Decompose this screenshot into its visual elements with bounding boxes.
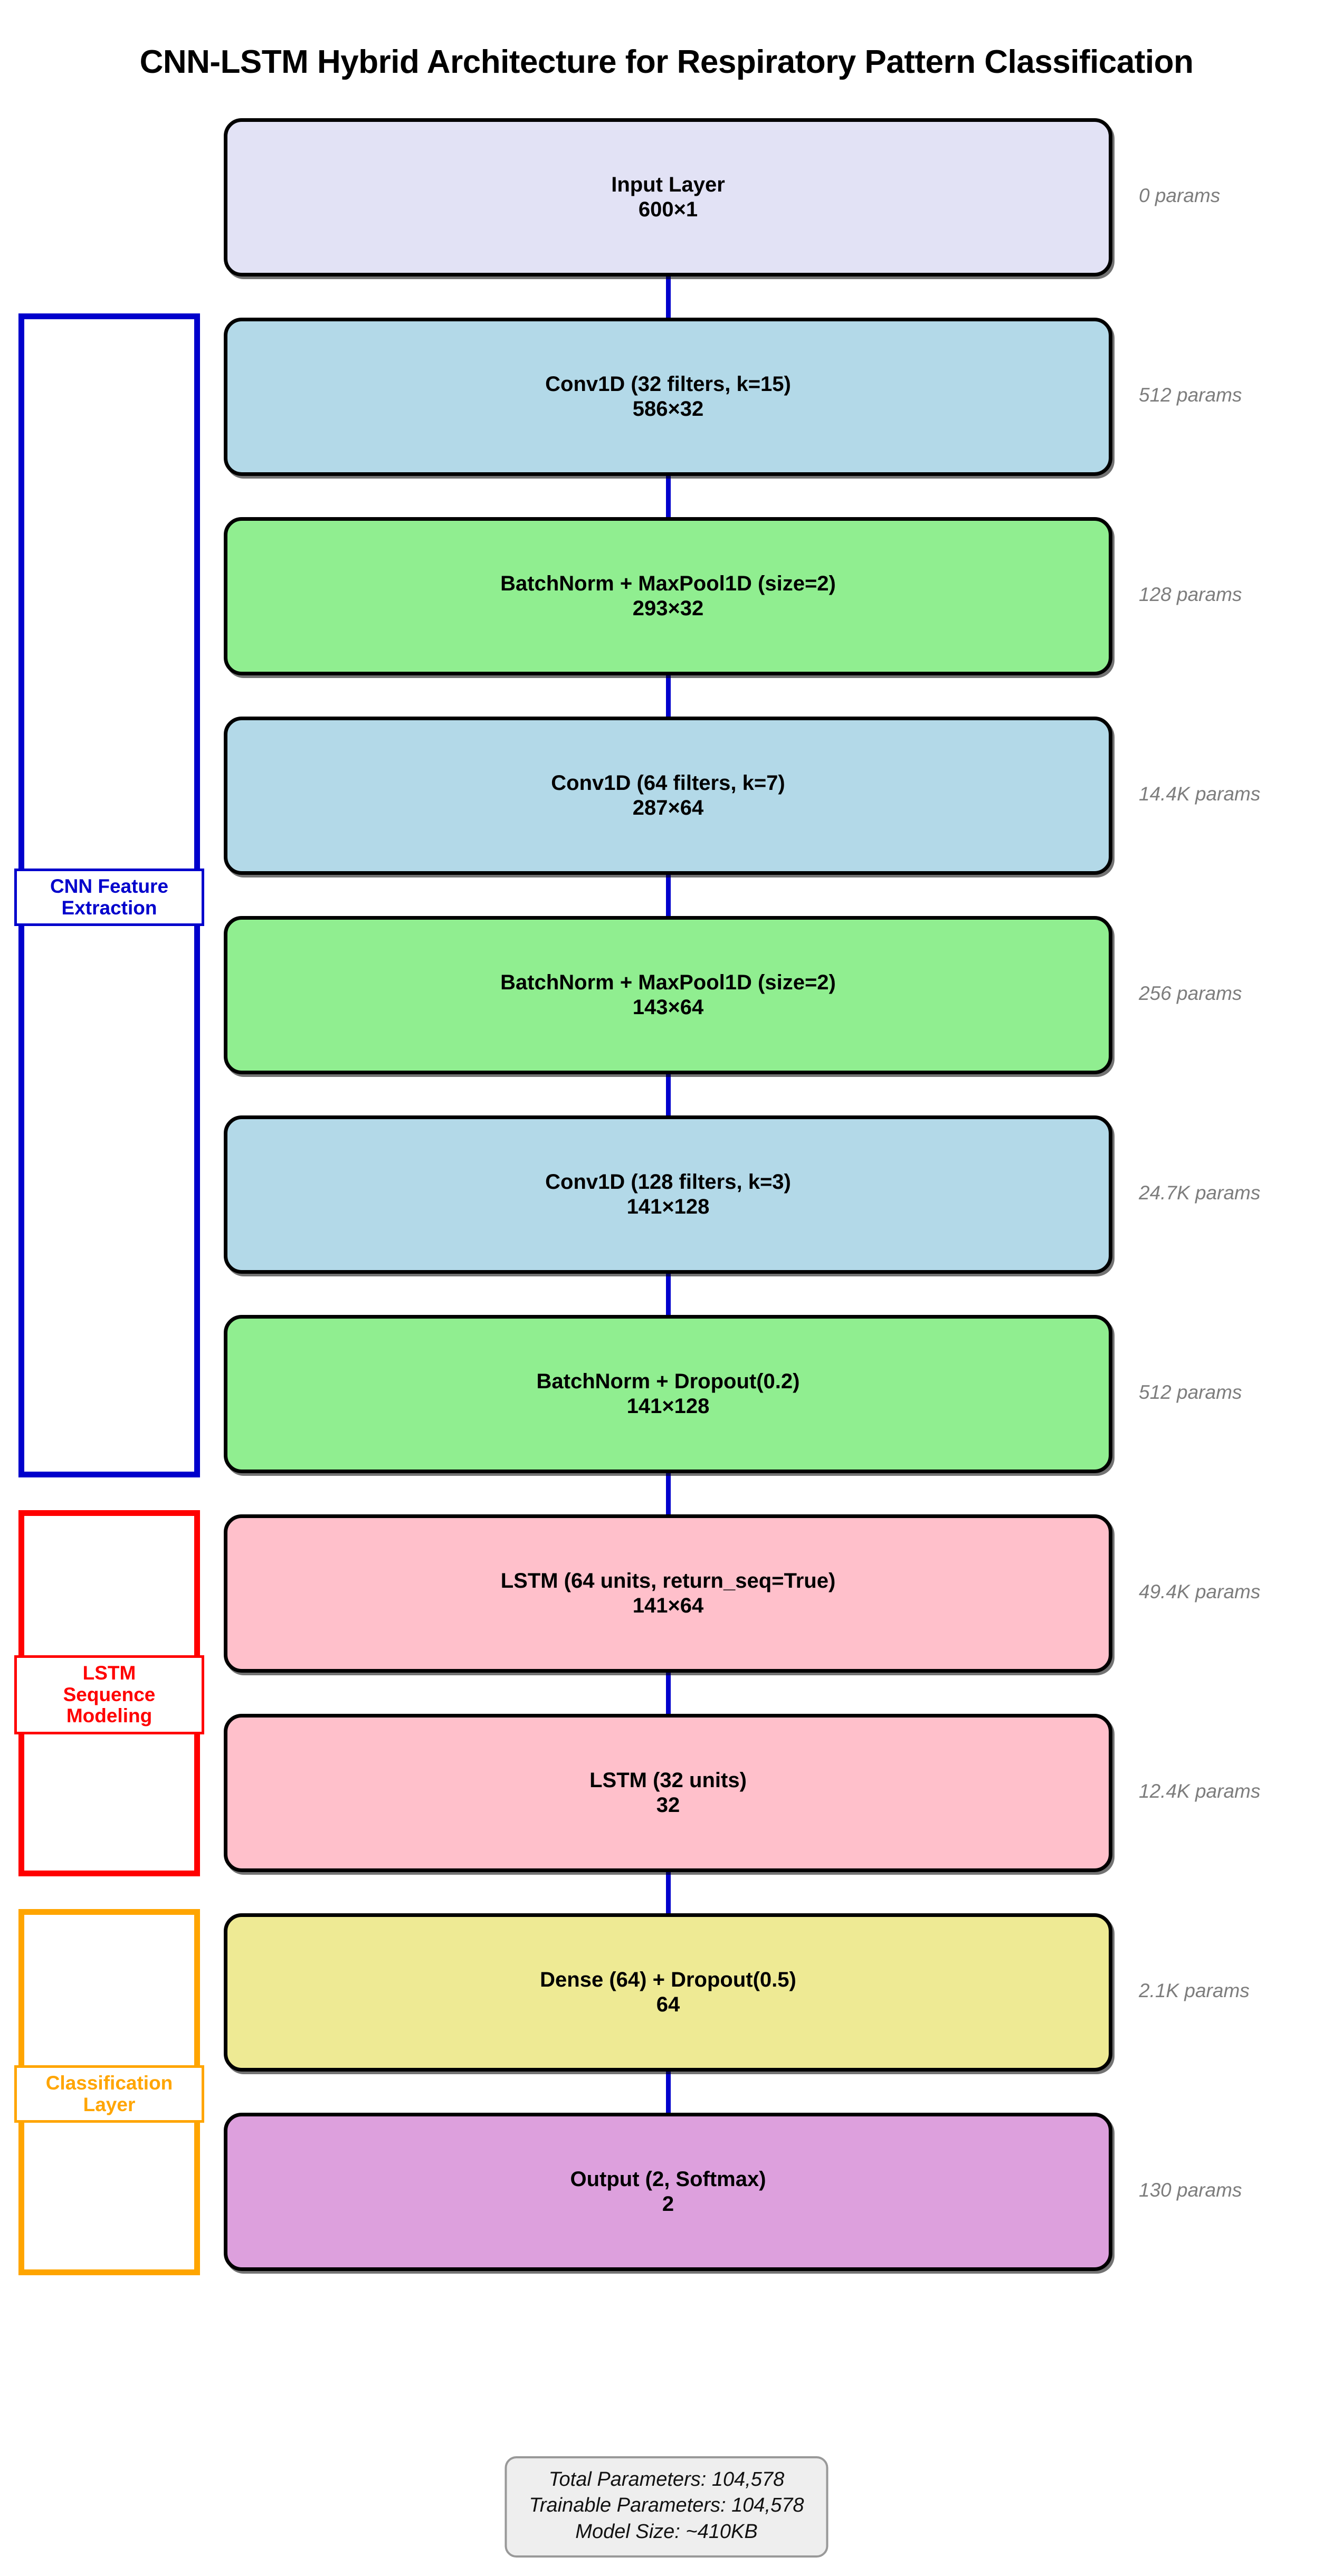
- layer-box[interactable]: Conv1D (128 filters, k=3)141×128: [224, 1115, 1112, 1274]
- layer-output-shape: 143×64: [632, 996, 704, 1019]
- page-title: CNN-LSTM Hybrid Architecture for Respira…: [139, 43, 1194, 80]
- group-label-line: Modeling: [66, 1705, 153, 1727]
- layer-output-shape: 32: [656, 1793, 680, 1817]
- layer-param-count: 14.4K params: [1139, 783, 1261, 805]
- layer-box[interactable]: Conv1D (64 filters, k=7)287×64: [224, 717, 1112, 875]
- flow-connector-arrow: [666, 269, 671, 325]
- flow-connector-arrow: [666, 668, 671, 724]
- summary-total-parameters: Total Parameters: 104,578: [548, 2468, 785, 2491]
- layer-output-shape: 586×32: [632, 397, 704, 421]
- layer-param-count: 12.4K params: [1139, 1780, 1261, 1802]
- layer-name: Dense (64) + Dropout(0.5): [540, 1968, 796, 1991]
- layer-name: Input Layer: [611, 173, 725, 196]
- layer-box[interactable]: LSTM (64 units, return_seq=True)141×64: [224, 1514, 1112, 1673]
- layer-box[interactable]: Dense (64) + Dropout(0.5)64: [224, 1913, 1112, 2072]
- layer-param-count: 512 params: [1139, 384, 1242, 406]
- layer-output-shape: 600×1: [638, 198, 698, 221]
- layer-name: LSTM (64 units, return_seq=True): [500, 1569, 836, 1592]
- layer-output-shape: 141×64: [632, 1594, 704, 1617]
- layer-output-shape: 141×128: [626, 1195, 710, 1218]
- layer-output-shape: 287×64: [632, 796, 704, 819]
- layer-box[interactable]: BatchNorm + MaxPool1D (size=2)143×64: [224, 916, 1112, 1074]
- layer-output-shape: 293×32: [632, 597, 704, 620]
- flow-connector-arrow: [666, 2064, 671, 2120]
- group-label-line: Sequence: [63, 1683, 156, 1705]
- flow-connector-arrow: [666, 1466, 671, 1522]
- layer-param-count: 24.7K params: [1139, 1182, 1261, 1204]
- summary-model-size: Model Size: ~410KB: [575, 2520, 758, 2543]
- group-label-line: Extraction: [61, 896, 157, 919]
- group-label-line: Layer: [83, 2093, 136, 2115]
- flow-connector-arrow: [666, 1865, 671, 1921]
- group-label-line: Classification: [45, 2072, 173, 2094]
- layer-box[interactable]: Conv1D (32 filters, k=15)586×32: [224, 318, 1112, 476]
- layer-param-count: 130 params: [1139, 2179, 1242, 2201]
- layer-output-shape: 2: [662, 2192, 674, 2216]
- layer-param-count: 512 params: [1139, 1381, 1242, 1403]
- group-label-line: LSTM: [82, 1662, 136, 1684]
- layer-param-count: 128 params: [1139, 584, 1242, 605]
- layer-box[interactable]: LSTM (32 units)32: [224, 1714, 1112, 1872]
- layer-name: LSTM (32 units): [589, 1768, 747, 1792]
- flow-connector-arrow: [666, 1266, 671, 1322]
- layer-param-count: 0 params: [1139, 185, 1221, 206]
- layer-box[interactable]: BatchNorm + MaxPool1D (size=2)293×32: [224, 517, 1112, 675]
- layer-param-count: 256 params: [1139, 982, 1242, 1004]
- layer-output-shape: 64: [656, 1993, 680, 2016]
- layer-box[interactable]: BatchNorm + Dropout(0.2)141×128: [224, 1315, 1112, 1473]
- layer-name: Conv1D (128 filters, k=3): [545, 1170, 791, 1194]
- layer-name: BatchNorm + MaxPool1D (size=2): [500, 571, 836, 595]
- layer-output-shape: 141×128: [626, 1395, 710, 1418]
- layer-name: Output (2, Softmax): [570, 2167, 766, 2191]
- flow-connector-arrow: [666, 469, 671, 524]
- group-label-line: CNN Feature: [50, 875, 169, 897]
- layer-name: BatchNorm + Dropout(0.2): [536, 1369, 800, 1393]
- layer-param-count: 2.1K params: [1139, 1980, 1250, 2001]
- layer-name: Conv1D (64 filters, k=7): [551, 771, 785, 795]
- flow-connector-arrow: [666, 1067, 671, 1123]
- layer-param-count: 49.4K params: [1139, 1581, 1261, 1602]
- layer-name: Conv1D (32 filters, k=15): [545, 372, 791, 396]
- model-summary-box: Total Parameters: 104,578 Trainable Para…: [504, 2456, 829, 2558]
- flow-connector-arrow: [666, 867, 671, 923]
- layer-box[interactable]: Output (2, Softmax)2: [224, 2113, 1112, 2271]
- flow-connector-arrow: [666, 1665, 671, 1721]
- summary-trainable-parameters: Trainable Parameters: 104,578: [529, 2494, 804, 2517]
- layer-name: BatchNorm + MaxPool1D (size=2): [500, 970, 836, 994]
